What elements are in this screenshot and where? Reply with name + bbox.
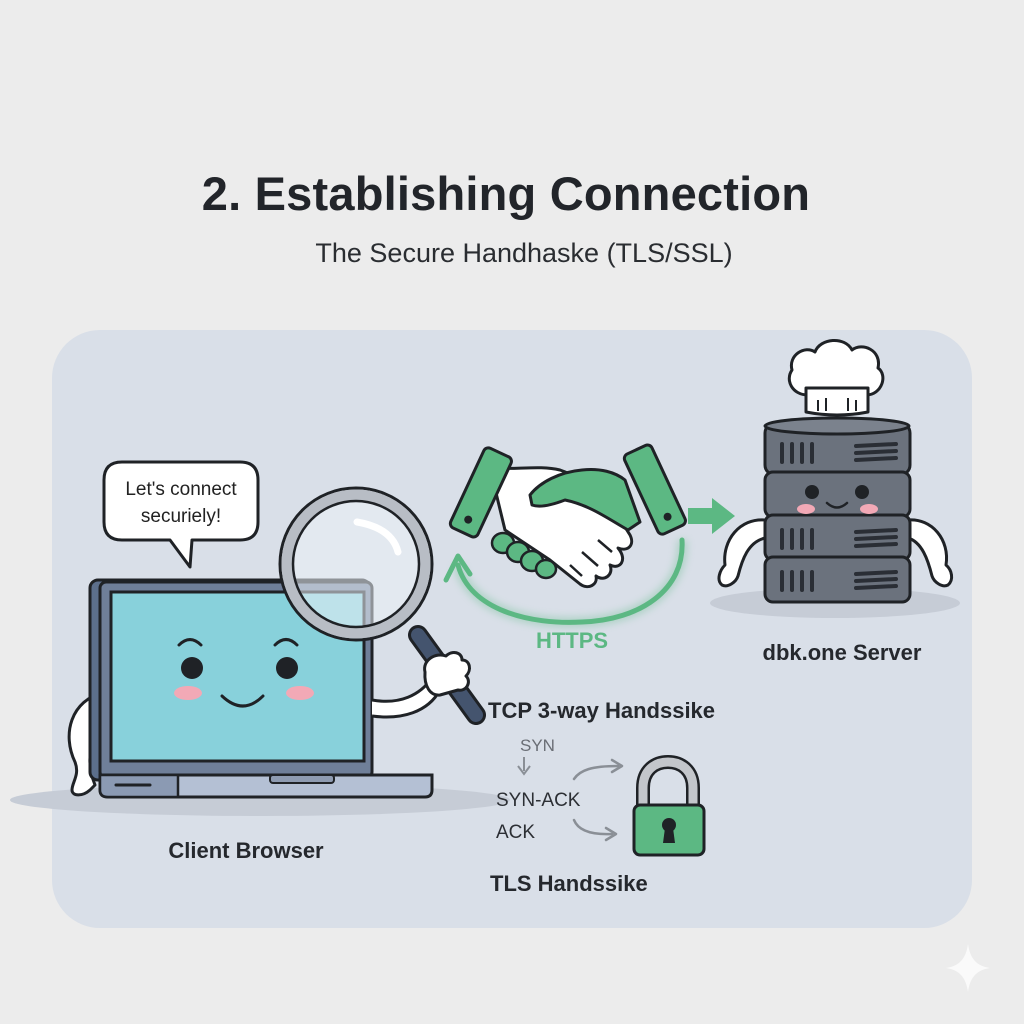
laptop-hand <box>423 651 471 697</box>
chef-hat-top <box>787 339 885 397</box>
step-syn-ack: SYN-ACK <box>496 790 581 811</box>
server-icon <box>710 416 960 618</box>
server-right-cheek <box>860 504 878 514</box>
server-smile <box>825 501 849 509</box>
padlock-icon <box>632 754 706 857</box>
padlock-keyhole-slot <box>663 828 675 843</box>
page-subtitle: The Secure Handhaske (TLS/SSL) <box>315 238 733 268</box>
https-label: HTTPS <box>536 628 608 653</box>
client-browser-label: Client Browser <box>168 838 324 863</box>
server-label: dbk.one Server <box>763 640 922 665</box>
server-right-eye <box>855 485 869 499</box>
handshake-finger-line-3 <box>569 564 583 577</box>
magnifier-rim-inner <box>291 499 421 629</box>
server-arrow-head <box>712 498 735 534</box>
https-arc-arrowhead <box>443 553 473 583</box>
server-tier-1-vents <box>780 442 898 464</box>
magnifier-lens <box>278 486 434 642</box>
server-left-eye <box>805 485 819 499</box>
curved-arrow-lower-icon <box>572 818 618 842</box>
chef-hat-band <box>804 386 870 417</box>
curved-arrow-upper-icon <box>572 758 624 781</box>
https-arc <box>455 537 685 625</box>
step-ack: ACK <box>496 822 535 843</box>
laptop-left-cheek <box>174 686 202 700</box>
laptop-smile <box>220 694 265 708</box>
server-arrow-shaft <box>688 508 714 524</box>
tcp-handshake-title: TCP 3-way Handssike <box>488 698 715 723</box>
handshake-finger-4 <box>534 558 558 580</box>
chef-hat-icon <box>787 339 885 417</box>
laptop-right-eyebrow <box>273 638 299 647</box>
server-tier-2 <box>763 470 912 519</box>
server-left-cheek <box>797 504 815 514</box>
handshake-right-cuff <box>622 443 687 536</box>
magnifier-shine <box>353 518 402 556</box>
server-top <box>763 416 911 436</box>
laptop-notch <box>269 774 335 784</box>
handshake-left-cuff <box>448 446 513 539</box>
laptop-left-eyebrow <box>177 638 203 647</box>
magnifier-rim <box>281 489 431 639</box>
padlock-shackle <box>638 757 698 811</box>
server-tier-3-vents <box>780 528 898 550</box>
handshake-icon <box>448 443 687 589</box>
server-left-arm <box>717 518 766 588</box>
server-right-arm <box>907 518 954 588</box>
handshake-green-hand <box>528 468 642 532</box>
speech-bubble-line-1: Let's connect <box>125 479 237 500</box>
speech-bubble-line-2: securiely! <box>141 506 221 527</box>
handshake-finger-line-1 <box>597 539 613 553</box>
laptop-right-eye <box>276 657 298 679</box>
tls-handshake-title: TLS Handssike <box>490 871 648 896</box>
server-tier-4-vents <box>780 570 898 592</box>
page-title: 2. Establishing Connection <box>201 167 811 220</box>
magnifying-glass-icon <box>278 486 486 725</box>
laptop-right-cheek <box>286 686 314 700</box>
speech-bubble-shape <box>102 460 260 569</box>
tcp-handshake: TCP 3-way Handssike SYN SYN-ACK ACK <box>488 698 715 843</box>
handshake-finger-line-2 <box>581 551 599 567</box>
sparkle-icon <box>946 944 990 992</box>
https-connection: HTTPS <box>443 498 735 653</box>
syn-down-arrow-icon <box>517 757 531 776</box>
speech-bubble: Let's connect securiely! <box>102 460 260 569</box>
laptop-icon <box>10 578 510 816</box>
step-syn: SYN <box>520 736 555 755</box>
laptop-left-eye <box>181 657 203 679</box>
chef-hat-pleats <box>817 398 857 411</box>
